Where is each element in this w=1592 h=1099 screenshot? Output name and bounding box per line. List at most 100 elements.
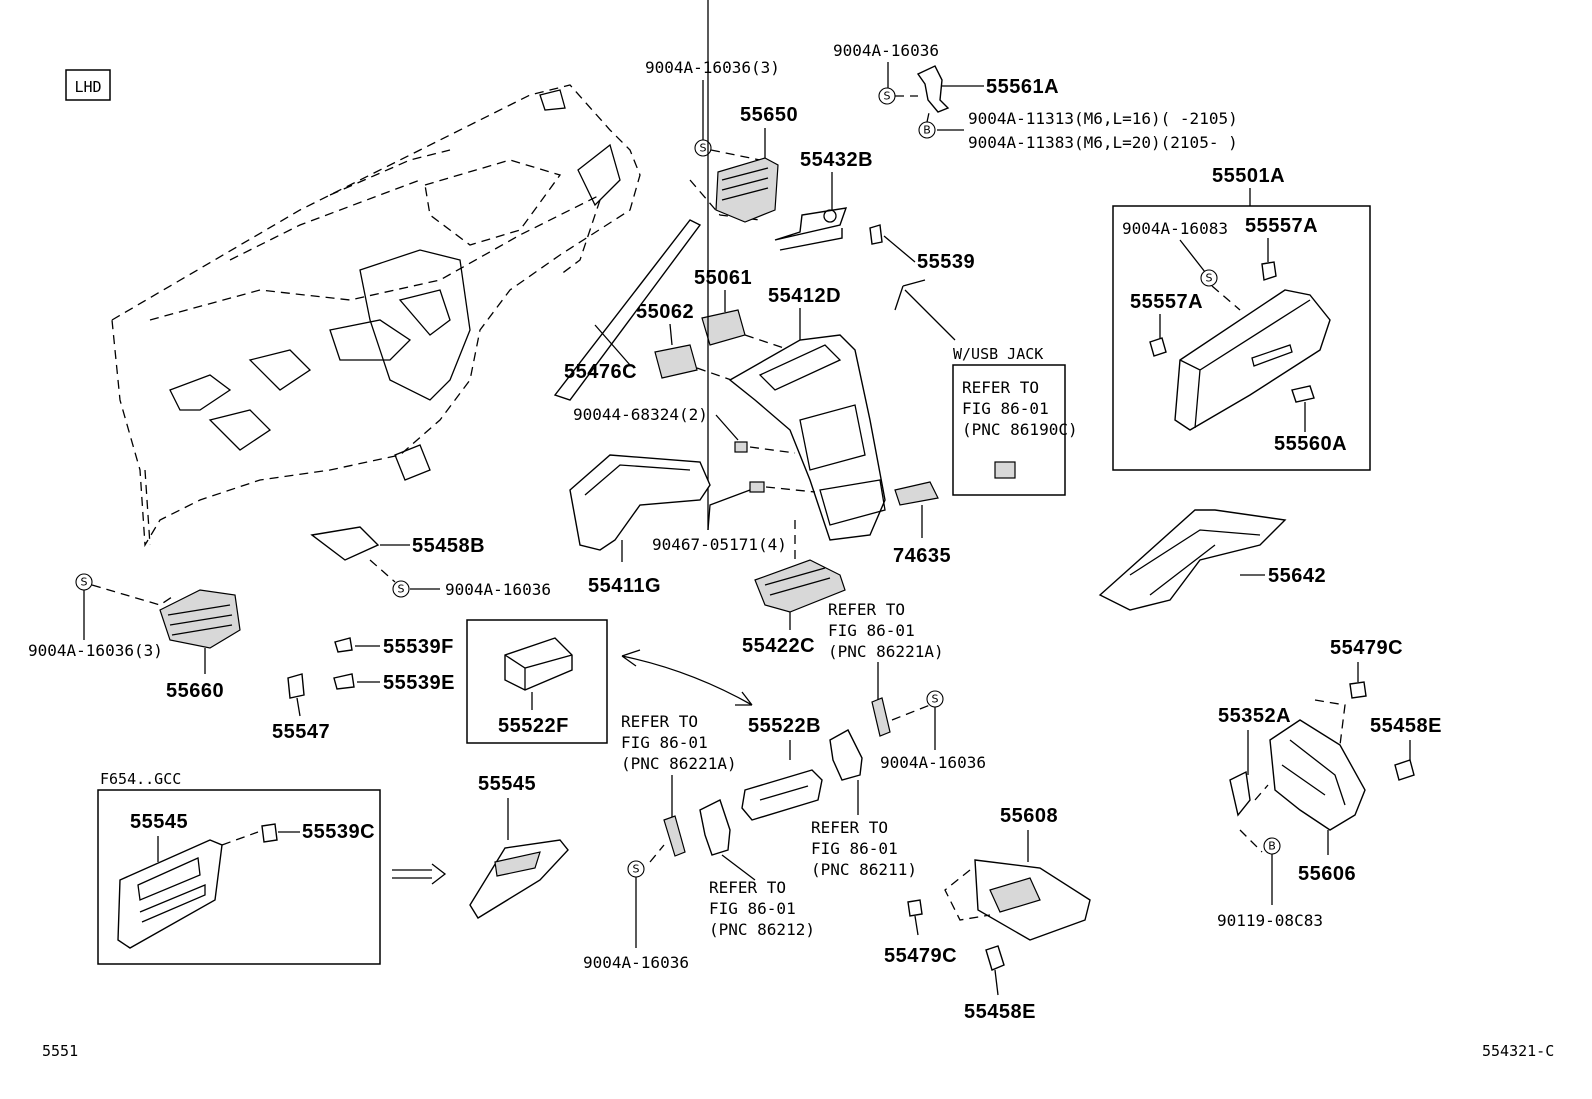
part-55547: 55547 (272, 721, 330, 743)
lock-55560A (1291, 385, 1315, 403)
part-55432B: 55432B (800, 149, 873, 171)
page-ref: 5551 (42, 1042, 78, 1060)
glove-box-assembly-frame (1112, 205, 1371, 471)
bracket-55352A (1229, 770, 1251, 817)
figure-ref: 554321-C (1482, 1042, 1554, 1060)
trim-55476C (553, 219, 702, 401)
clip-55458E-bottom (985, 945, 1005, 971)
bolt-9004A-16036-55458B: 9004A-16036 (445, 580, 551, 599)
usb-jack-icon (994, 461, 1016, 479)
screw-symbol: S (1200, 269, 1218, 287)
lhd-label: LHD (74, 78, 101, 96)
ref-86212-line3: (PNC 86212) (709, 920, 815, 939)
bracket-86211 (829, 729, 863, 781)
part-55539C: 55539C (302, 821, 375, 843)
part-55062: 55062 (636, 301, 694, 323)
vent-55062 (654, 344, 698, 379)
bolt-symbol: B (1263, 837, 1281, 855)
part-55458E-bottom: 55458E (964, 1001, 1036, 1023)
bolt-9004A-16036-right: 9004A-16036 (880, 753, 986, 772)
holder-55547 (287, 673, 305, 699)
ref-86211-line3: (PNC 86211) (811, 860, 917, 879)
ref-86221A-left-line3: (PNC 86221A) (621, 754, 737, 773)
bolt-9004A-16083: 9004A-16083 (1122, 219, 1228, 238)
usb-ref-box (952, 364, 1066, 496)
part-55479C-bottom: 55479C (884, 945, 957, 967)
inset-arrow (392, 863, 447, 885)
part-55557A-left: 55557A (1130, 291, 1203, 313)
part-55608: 55608 (1000, 805, 1058, 827)
svg-text:S: S (1206, 272, 1213, 285)
part-55458E-right: 55458E (1370, 715, 1442, 737)
clip-90044 (734, 441, 748, 453)
bolt-9004A-16036-bottom: 9004A-16036 (583, 953, 689, 972)
ref-86211-line2: FIG 86-01 (811, 839, 898, 858)
exchange-arrow (621, 649, 753, 706)
svg-text:B: B (1268, 840, 1276, 853)
screw-symbol: S (392, 580, 410, 598)
clip-55479C-right (1349, 681, 1367, 699)
bumper-55539C (261, 823, 278, 843)
inset-caption: F654..GCC (100, 770, 181, 788)
bracket-55642 (1098, 509, 1287, 611)
part-55501A: 55501A (1212, 165, 1285, 187)
vent-55650 (715, 157, 779, 223)
bolt-9004A-16036-3-top: 9004A-16036(3) (645, 58, 780, 77)
screw-symbol: S (694, 139, 712, 157)
stopper-55557A-left (1149, 337, 1167, 357)
bracket-55606 (1269, 719, 1366, 831)
box-55522B (741, 769, 823, 821)
svg-text:B: B (923, 124, 931, 137)
switch-74635 (894, 481, 939, 506)
part-55642: 55642 (1268, 565, 1326, 587)
part-55560A: 55560A (1274, 433, 1347, 455)
part-55476C: 55476C (564, 361, 637, 383)
part-55561A: 55561A (986, 76, 1059, 98)
box-55522F (466, 619, 608, 744)
screw-symbol: S (75, 573, 93, 591)
usb-caption: W/USB JACK (953, 345, 1043, 363)
usb-ref-line1: REFER TO (962, 378, 1039, 397)
vent-55660 (159, 589, 241, 649)
part-55522B: 55522B (748, 715, 821, 737)
ref-86221A-top-line2: FIG 86-01 (828, 621, 915, 640)
stopper-55557A-top (1261, 261, 1277, 281)
bolt-9004A-16036-3-left: 9004A-16036(3) (28, 641, 163, 660)
ref-86211-line1: REFER TO (811, 818, 888, 837)
center-panel-55412D (728, 334, 886, 541)
clip-55479C-bottom (907, 899, 923, 917)
switch-86221A-left (663, 815, 686, 857)
bracket-55432B (774, 207, 848, 251)
ref-86221A-left-line2: FIG 86-01 (621, 733, 708, 752)
part-55458B: 55458B (412, 535, 485, 557)
clip-55539E (333, 673, 355, 690)
part-55545: 55545 (478, 773, 536, 795)
bolt-90044-68324: 90044-68324(2) (573, 405, 708, 424)
svg-text:S: S (884, 90, 891, 103)
glove-box-inset (117, 839, 223, 949)
screw-symbol: S (926, 690, 944, 708)
svg-text:S: S (932, 693, 939, 706)
jack-55539 (869, 224, 883, 245)
part-55422C: 55422C (742, 635, 815, 657)
instrument-panel-drawing (111, 84, 641, 548)
part-55545-inset: 55545 (130, 811, 188, 833)
screw-symbol: S (878, 87, 896, 105)
part-74635: 74635 (893, 545, 951, 567)
ref-86221A-top-line3: (PNC 86221A) (828, 642, 944, 661)
usb-ref-line3: (PNC 86190C) (962, 420, 1078, 439)
svg-text:S: S (700, 142, 707, 155)
inset-box-F654 (97, 789, 381, 965)
bracket-86212 (699, 799, 731, 856)
part-55660: 55660 (166, 680, 224, 702)
bolt-9004A-11383: 9004A-11383(M6,L=20)(2105- ) (968, 133, 1238, 152)
ref-86212-line1: REFER TO (709, 878, 786, 897)
part-55539: 55539 (917, 251, 975, 273)
part-55650: 55650 (740, 104, 798, 126)
svg-text:S: S (398, 583, 405, 596)
part-55557A-top: 55557A (1245, 215, 1318, 237)
clip-55539F (334, 637, 353, 653)
part-55539F: 55539F (383, 636, 454, 658)
cluster-hood-55411G (569, 454, 711, 551)
